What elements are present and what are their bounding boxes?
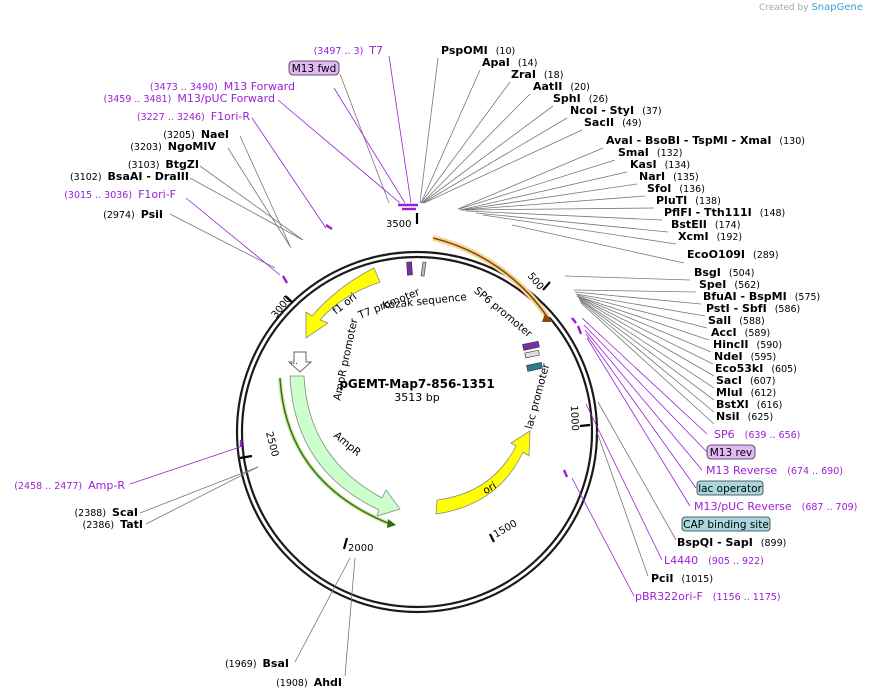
- enzyme-label: AatII(20): [533, 80, 590, 93]
- enzyme-label: SacI(607): [716, 374, 776, 387]
- enzyme-label: PflFI - Tth111I(148): [664, 206, 785, 219]
- enzyme-label: (1969)BsaI: [225, 657, 289, 670]
- primer-label-m13-puc-forward: (3459 .. 3481)M13/pUC Forward: [103, 92, 275, 105]
- enzyme-label: (3102)BsaAI - DraIII: [70, 170, 189, 183]
- lac-promoter-label: lac promoter: [523, 362, 552, 431]
- enzyme-label: SphI(26): [553, 92, 608, 105]
- enzyme-label: PciI(1015): [651, 572, 713, 585]
- enzyme-label: HincII(590): [713, 338, 782, 351]
- primer-label-m13-rev: M13 rev: [710, 447, 753, 459]
- primer-label-f1ori-r: (3227 .. 3246)F1ori-R: [137, 110, 250, 123]
- enzyme-label: NdeI(595): [714, 350, 776, 363]
- primer-label-m13-puc-reverse: M13/pUC Reverse(687 .. 709): [694, 500, 857, 513]
- primer-labels: (3497 .. 3)T7 M13 fwd (3473 .. 3490)M13 …: [14, 44, 857, 603]
- enzyme-label: AccI(589): [711, 326, 770, 339]
- enzyme-label: (3103)BtgZI: [128, 158, 199, 171]
- enzyme-label: BspQI - SapI(899): [677, 536, 786, 549]
- svg-text:...: ...: [290, 357, 298, 366]
- enzyme-label: PstI - SbfI(586): [706, 302, 800, 315]
- enzyme-label: SpeI(562): [699, 278, 760, 291]
- enzyme-label: BstEII(174): [671, 218, 740, 231]
- enzyme-label: AvaI - BsoBI - TspMI - XmaI(130): [606, 134, 805, 147]
- primer-label-m13-reverse: M13 Reverse(674 .. 690): [706, 464, 843, 477]
- snapgene-logo: SnapGene: [811, 2, 863, 13]
- primer-label-t7: (3497 .. 3)T7: [314, 44, 383, 57]
- enzyme-label: ApaI(14): [482, 56, 537, 69]
- sp6-mark: [522, 340, 540, 351]
- enzyme-label: SmaI(132): [618, 146, 682, 159]
- enzyme-label: EcoO109I(289): [687, 248, 779, 261]
- enzyme-leader-lines: [139, 57, 715, 677]
- enzyme-label: SalI(588): [708, 314, 765, 327]
- plasmid-name: pGEMT-Map7-856-1351: [339, 377, 494, 391]
- enzyme-label: (2386)TatI: [83, 518, 143, 531]
- enzyme-label: SfoI(136): [647, 182, 705, 195]
- primer-label-sp6: SP6(639 .. 656): [714, 428, 800, 441]
- enzyme-label: BstXI(616): [716, 398, 782, 411]
- enzyme-label: MluI(612): [716, 386, 776, 399]
- tick-label-3000: 3000: [270, 294, 294, 321]
- credit-text: Created by: [759, 3, 809, 13]
- enzyme-labels-right: PspOMI(10) ApaI(14) ZraI(18) AatII(20) S…: [441, 44, 820, 585]
- ori-label: ori: [481, 480, 499, 497]
- feature-label-lac-operator: lac operator: [698, 483, 762, 495]
- ampr-arrow: [289, 375, 401, 517]
- lac-operator-box: [696, 480, 764, 496]
- tick-label-2500: 2500: [263, 431, 280, 458]
- enzyme-label: (2388)ScaI: [74, 506, 138, 519]
- m13-fwd-box: [288, 60, 340, 76]
- enzyme-label: BsgI(504): [694, 266, 754, 279]
- primer-marks: [239, 203, 583, 478]
- primer-leader-lines: [129, 55, 708, 597]
- enzyme-label: (3203)NgoMIV: [130, 140, 216, 153]
- enzyme-label: NsiI(625): [716, 410, 773, 423]
- primer-label-l4440: L4440(905 .. 922): [664, 554, 764, 567]
- enzyme-label: ZraI(18): [511, 68, 563, 81]
- enzyme-label: PluTI(138): [656, 194, 721, 207]
- enzyme-label: XcmI(192): [678, 230, 742, 243]
- tick-label-3500: 3500: [386, 219, 411, 230]
- enzyme-label: NarI(135): [639, 170, 699, 183]
- enzyme-label: SacII(49): [584, 116, 642, 129]
- kozak-mark: [420, 261, 427, 277]
- cap-binding-box: [681, 516, 771, 532]
- enzyme-label: BfuAI - BspMI(575): [703, 290, 820, 303]
- ampr-promoter-arrow: [287, 351, 313, 373]
- ori-arrow: [435, 430, 531, 515]
- primer-label-pbr322ori-f: pBR322ori-F(1156 .. 1175): [635, 590, 781, 603]
- primer-label-m13-fwd: M13 fwd: [292, 63, 337, 75]
- enzyme-label: (2974)PsiI: [103, 208, 163, 221]
- enzyme-label: (3205)NaeI: [163, 128, 229, 141]
- primer-label-amp-r: (2458 .. 2477)Amp-R: [14, 479, 125, 492]
- feature-label-cap-binding-site: CAP binding site: [683, 519, 769, 531]
- plasmid-length: 3513 bp: [394, 391, 439, 404]
- m13-rev-box: [706, 444, 756, 460]
- tick-label-2000: 2000: [348, 543, 373, 554]
- primer-label-f1ori-f: (3015 .. 3036)F1ori-F: [64, 188, 176, 201]
- ampr-label: AmpR: [331, 430, 363, 459]
- lac-mark-1: [524, 349, 540, 359]
- enzyme-label: PspOMI(10): [441, 44, 515, 57]
- f1-ori-arrow: [305, 267, 381, 339]
- t7-promoter-mark: [406, 261, 413, 276]
- snapgene-credit: Created by SnapGene: [759, 2, 863, 13]
- enzyme-label: KasI(134): [630, 158, 690, 171]
- primer-label-m13-forward: (3473 .. 3490)M13 Forward: [150, 80, 295, 93]
- enzyme-labels-left: (3205)NaeI (3203)NgoMIV (3103)BtgZI (310…: [70, 128, 342, 689]
- enzyme-label: Eco53kI(605): [715, 362, 797, 375]
- enzyme-label: (1908)AhdI: [276, 676, 342, 689]
- lac-operator-mark: [526, 362, 543, 372]
- tick-label-1000: 1000: [568, 405, 580, 431]
- tick-label-1500: 1500: [492, 518, 520, 540]
- enzyme-label: NcoI - StyI(37): [570, 104, 662, 117]
